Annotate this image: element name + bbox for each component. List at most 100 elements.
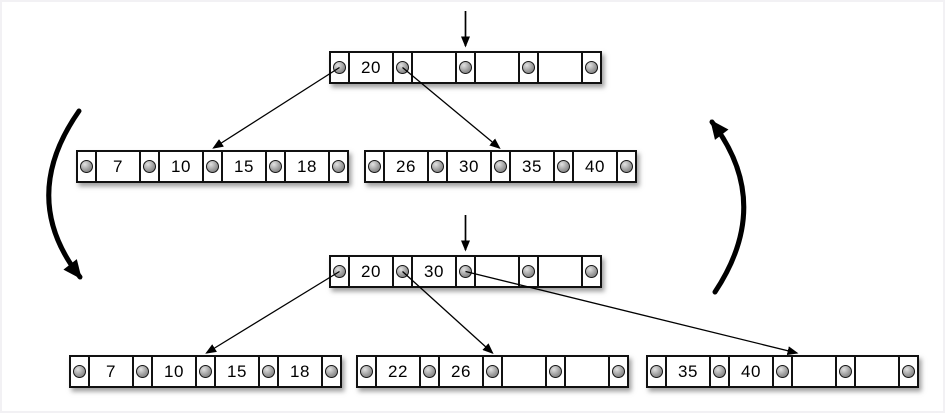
pointer-dot-icon: [522, 61, 535, 74]
pointer-slot: [774, 357, 791, 386]
pointer-slot: [394, 53, 411, 82]
key-cell: 22: [377, 357, 419, 386]
pointer-dot-icon: [585, 265, 598, 278]
pointer-dot-icon: [206, 160, 219, 173]
key-cell: 10: [153, 357, 195, 386]
pointer-dot-icon: [776, 365, 789, 378]
key-cell: [539, 53, 581, 82]
key-cell: 15: [223, 152, 265, 181]
pointer-dot-icon: [333, 265, 346, 278]
pointer-slot: [71, 357, 88, 386]
pointer-slot: [610, 357, 627, 386]
key-cell: 7: [97, 152, 139, 181]
pointer-slot: [366, 152, 383, 181]
pointer-dot-icon: [360, 365, 373, 378]
pointer-slot: [429, 152, 446, 181]
pointer-dot-icon: [396, 265, 409, 278]
pointer-slot: [837, 357, 854, 386]
pointer-slot: [323, 357, 340, 386]
pointer-dot-icon: [494, 160, 507, 173]
pointer-slot: [618, 152, 635, 181]
pointer-dot-icon: [650, 365, 663, 378]
pointer-dot-icon: [549, 365, 562, 378]
key-cell: 26: [385, 152, 427, 181]
pointer-slot: [267, 152, 284, 181]
pointer-dot-icon: [325, 365, 338, 378]
pointer-slot: [583, 53, 600, 82]
pointer-dot-icon: [143, 160, 156, 173]
key-cell: 18: [279, 357, 321, 386]
pointer-slot: [330, 152, 347, 181]
btree-node-tree2-leaf3: 35 40: [646, 355, 919, 388]
pointer-dot-icon: [459, 61, 472, 74]
pointer-dot-icon: [423, 365, 436, 378]
btree-node-tree1-root: 20: [329, 51, 602, 84]
pointer-slot: [197, 357, 214, 386]
pointer-dot-icon: [431, 160, 444, 173]
key-cell: 30: [448, 152, 490, 181]
pointer-slot: [358, 357, 375, 386]
pointer-dot-icon: [199, 365, 212, 378]
key-cell: [476, 53, 518, 82]
pointer-slot: [484, 357, 501, 386]
pointer-dot-icon: [713, 365, 726, 378]
pointer-slot: [711, 357, 728, 386]
pointer-dot-icon: [839, 365, 852, 378]
key-cell: 18: [286, 152, 328, 181]
pointer-slot: [260, 357, 277, 386]
pointer-dot-icon: [396, 61, 409, 74]
key-cell: 35: [511, 152, 553, 181]
key-cell: 7: [90, 357, 132, 386]
pointer-slot: [457, 53, 474, 82]
pointer-dot-icon: [459, 265, 472, 278]
pointer-slot: [421, 357, 438, 386]
pointer-slot: [547, 357, 564, 386]
key-cell: [856, 357, 898, 386]
key-cell: [566, 357, 608, 386]
pointer-dot-icon: [73, 365, 86, 378]
btree-node-tree2-leaf1: 7 10 15 18: [69, 355, 342, 388]
pointer-dot-icon: [262, 365, 275, 378]
pointer-dot-icon: [269, 160, 282, 173]
key-cell: 10: [160, 152, 202, 181]
key-cell: 26: [440, 357, 482, 386]
key-cell: [539, 257, 581, 286]
key-cell: [476, 257, 518, 286]
key-cell: 15: [216, 357, 258, 386]
pointer-slot: [520, 257, 537, 286]
pointer-slot: [331, 53, 348, 82]
pointer-slot: [394, 257, 411, 286]
key-cell: 35: [667, 357, 709, 386]
pointer-slot: [204, 152, 221, 181]
pointer-dot-icon: [585, 61, 598, 74]
pointer-dot-icon: [486, 365, 499, 378]
key-cell: 40: [574, 152, 616, 181]
pointer-dot-icon: [332, 160, 345, 173]
pointer-slot: [900, 357, 917, 386]
key-cell: 40: [730, 357, 772, 386]
pointer-slot: [648, 357, 665, 386]
pointer-arrow-tree2-root-to-leaf1: [205, 270, 340, 354]
pointer-slot: [331, 257, 348, 286]
key-cell: [793, 357, 835, 386]
key-cell: [503, 357, 545, 386]
pointer-dot-icon: [612, 365, 625, 378]
pointer-dot-icon: [80, 160, 93, 173]
key-cell: [413, 53, 455, 82]
pointer-arrow-tree1-root-to-leaf1: [212, 66, 340, 149]
pointer-slot: [555, 152, 572, 181]
pointer-dot-icon: [902, 365, 915, 378]
cycle-arrow-left-down-icon: [46, 108, 83, 280]
pointer-dot-icon: [368, 160, 381, 173]
btree-node-tree2-leaf2: 22 26: [356, 355, 629, 388]
cycle-arrow-right-up-icon: [709, 119, 747, 295]
pointer-dot-icon: [557, 160, 570, 173]
pointer-slot: [78, 152, 95, 181]
pointer-dot-icon: [136, 365, 149, 378]
pointer-dot-icon: [620, 160, 633, 173]
pointer-slot: [141, 152, 158, 181]
key-cell: 20: [350, 257, 392, 286]
pointer-dot-icon: [522, 265, 535, 278]
